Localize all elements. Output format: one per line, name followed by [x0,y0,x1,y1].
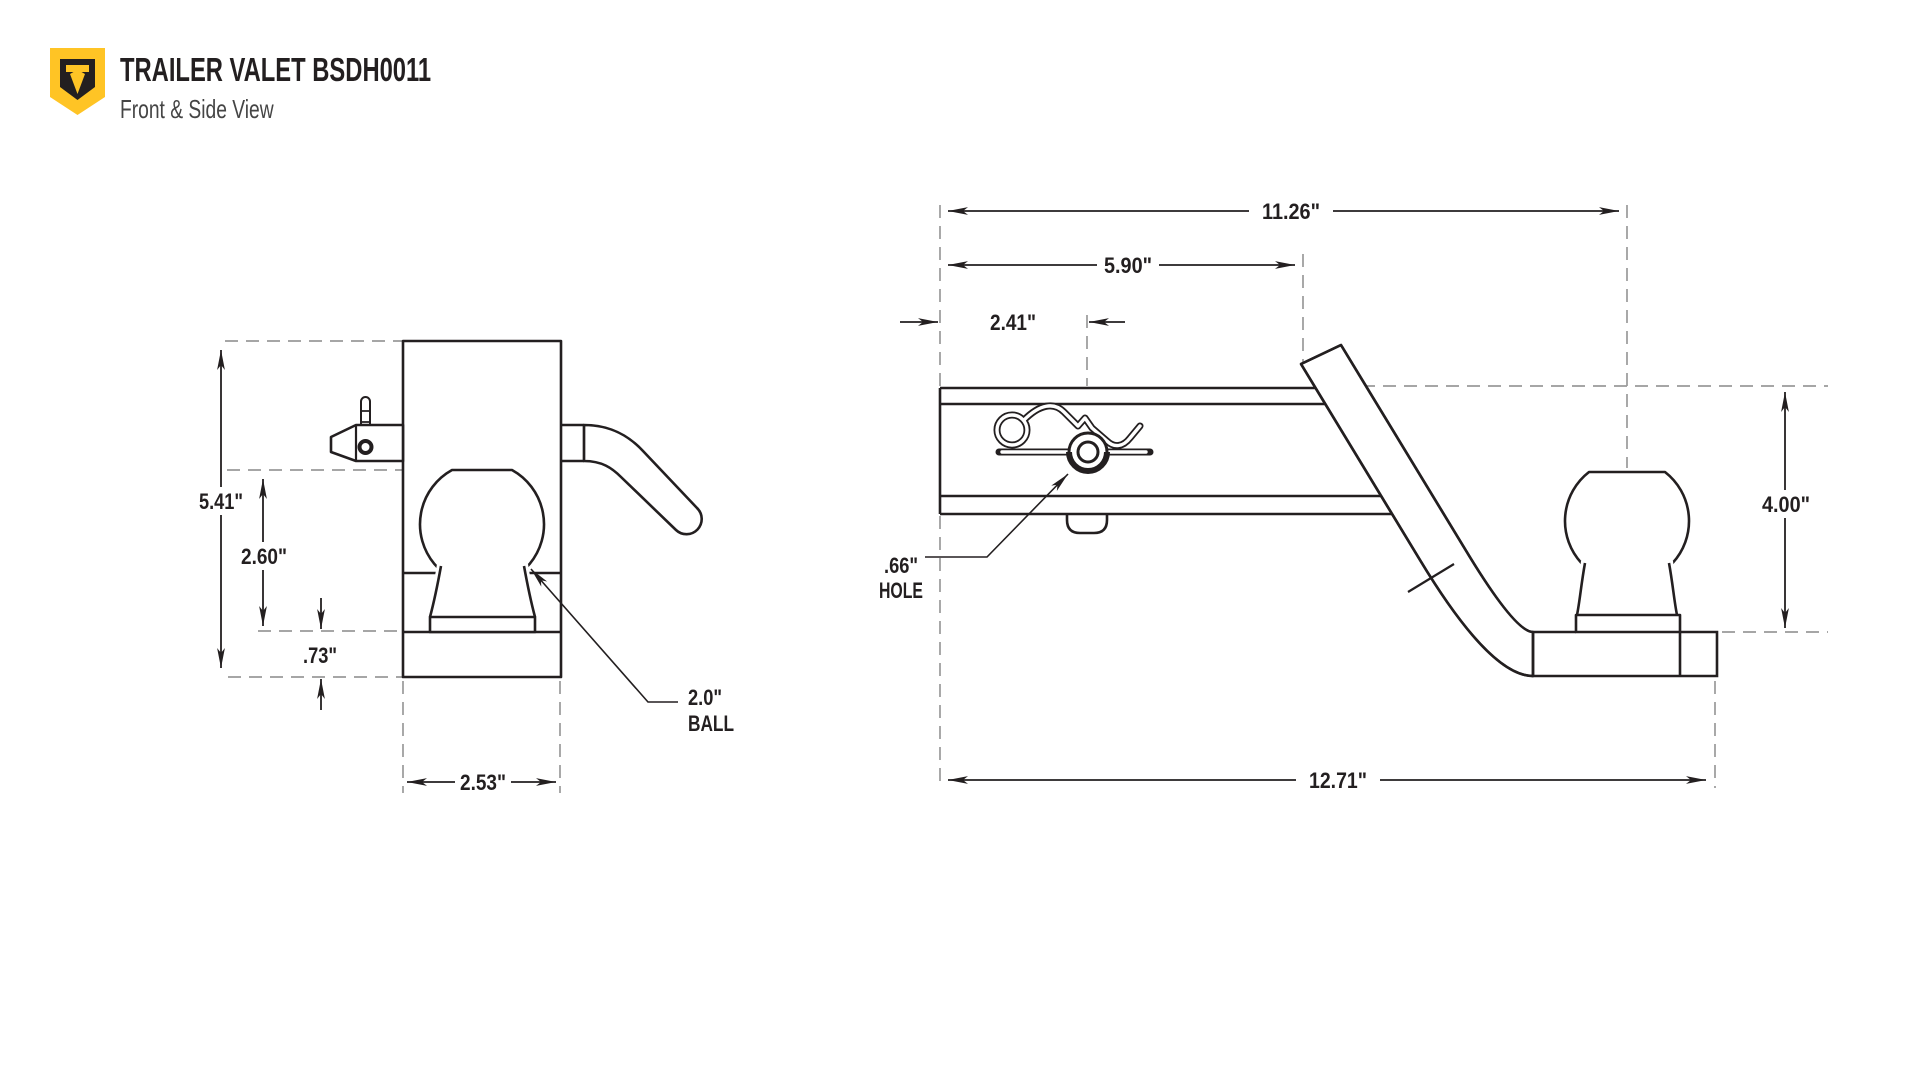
side-bar-seam [1407,563,1455,593]
side-hitch-ball [1563,470,1691,634]
dim-label-590: 5.90" [1104,253,1152,278]
hole-callout-word: HOLE [879,578,923,603]
dim-front-overall-height: 5.41" [196,350,246,668]
dim-side-overall-length: 12.71" [948,766,1706,794]
dim-label-073: .73" [303,643,337,668]
side-shank-tab [1065,514,1109,535]
front-pin-head [329,423,405,463]
front-pin-handle [561,423,703,536]
page-title: TRAILER VALET BSDH0011 [120,51,432,88]
dim-label-400: 4.00" [1762,492,1810,517]
side-drop-bar [1299,343,1535,678]
dim-front-base-band: .73" [303,598,337,710]
front-view: 5.41" 2.60" .73" 2.53" [196,339,734,796]
ball-callout-word: BALL [688,711,734,736]
dim-side-end-to-bend: 5.90" [948,251,1295,279]
page-subtitle: Front & Side View [120,93,274,124]
dim-label-1271: 12.71" [1309,768,1367,793]
brand-text: TRAILER VALET BSDH0011 Front & Side View [120,47,552,123]
dim-label-541: 5.41" [199,489,243,514]
dim-label-260: 2.60" [241,544,287,569]
dim-label-241: 2.41" [990,310,1036,335]
dim-side-rise-height: 4.00" [1757,392,1815,628]
front-hitch-ball [418,468,546,634]
dim-front-ball-top-to-platform: 2.60" [238,479,290,626]
dim-label-1126: 11.26" [1262,199,1320,224]
dim-side-end-to-ball-center: 11.26" [948,197,1619,225]
dim-label-253: 2.53" [460,770,506,795]
side-ball-base [1574,613,1682,634]
logo-tv-monogram [66,65,89,94]
clip-ring-icon [357,439,374,455]
front-ball-base [428,615,537,634]
hole-callout-value: .66" [884,553,918,578]
dim-side-end-to-pin-hole: 2.41" [900,310,1125,335]
trailer-valet-logo-icon [50,48,105,115]
brand-header: TRAILER VALET BSDH0011 Front & Side View [49,47,552,123]
side-hitch-pin-assembly [993,402,1154,474]
side-view: 11.26" 5.90" 2.41" 4.00" [879,197,1828,794]
callout-pin-hole: .66" HOLE [879,473,1069,603]
side-shank [938,386,1392,535]
dim-front-width: 2.53" [407,769,556,796]
side-platform [1531,630,1719,678]
ball-callout-value: 2.0" [688,685,722,710]
callout-ball-size: 2.0" BALL [530,568,734,736]
pin-washer [1066,431,1110,474]
